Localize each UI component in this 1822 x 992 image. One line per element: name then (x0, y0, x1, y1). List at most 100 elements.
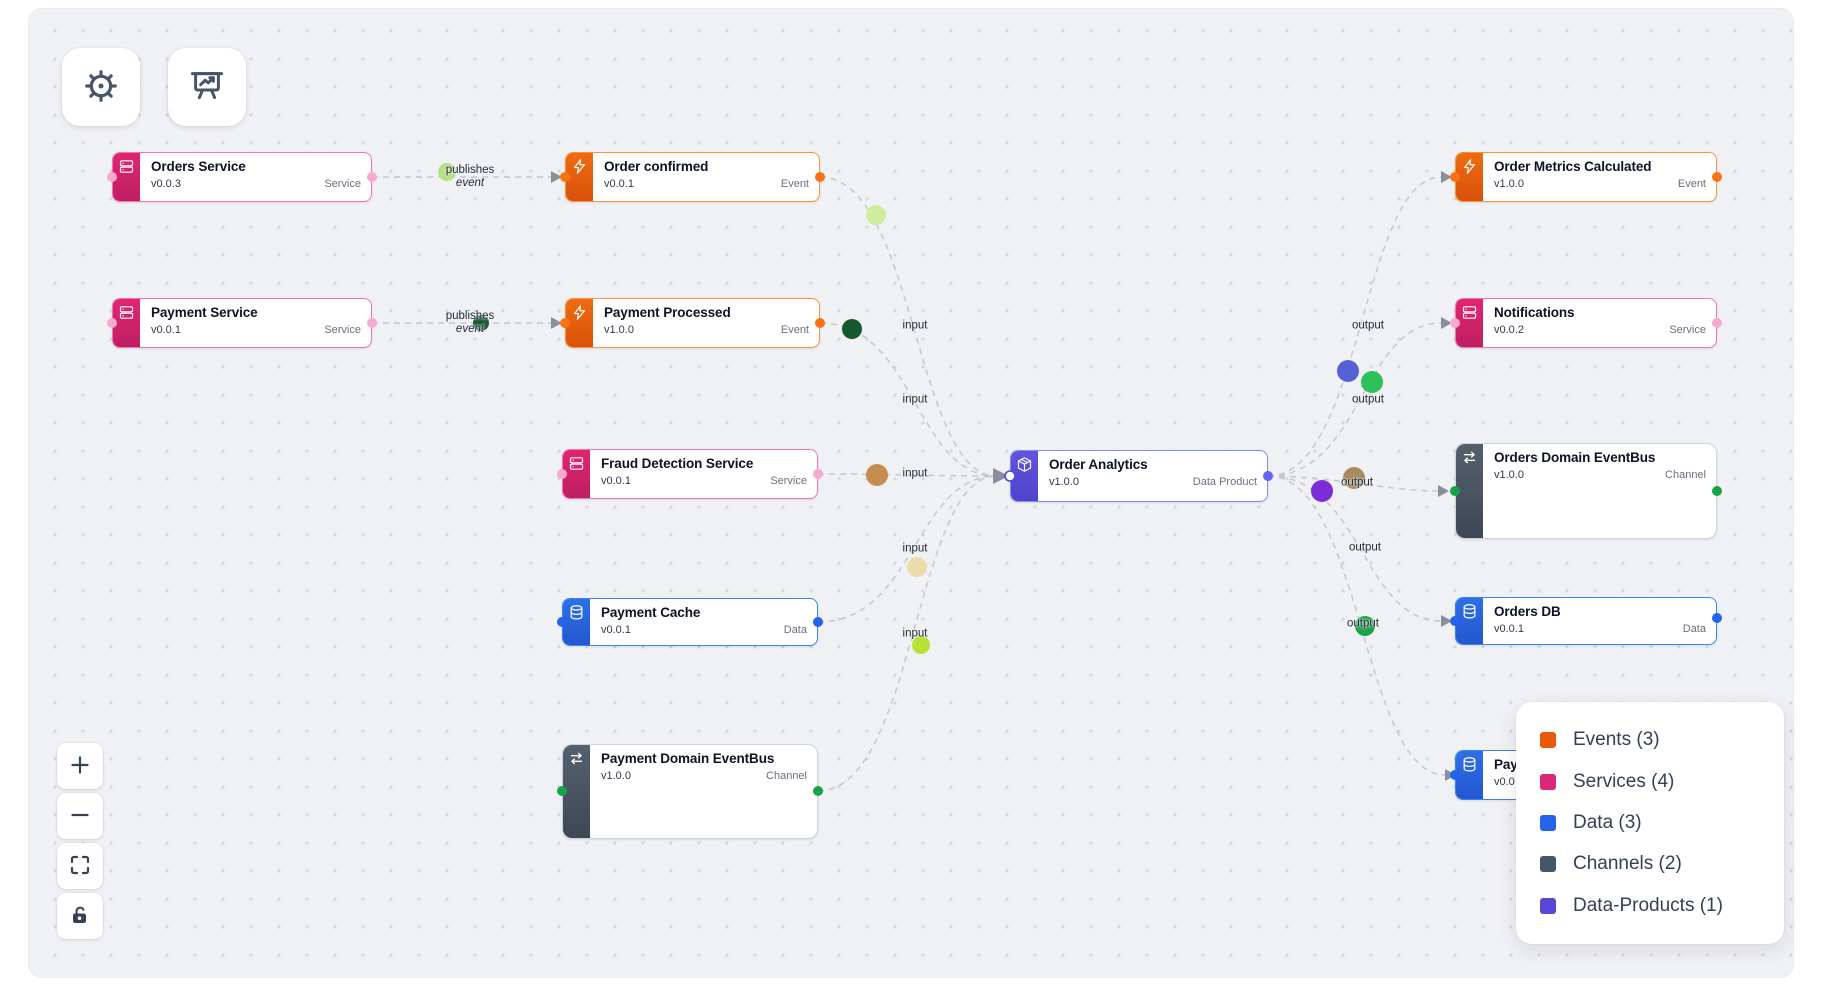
node-orders-db[interactable]: Orders DB v0.0.1 Data (1455, 597, 1717, 645)
node-type: Data (1682, 623, 1706, 635)
legend-label: Events (3) (1573, 729, 1660, 751)
node-title: Payment Processed (604, 305, 731, 320)
settings-button[interactable] (62, 48, 140, 126)
edge-label-output: output (1347, 617, 1379, 630)
legend-card: Events (3) Services (4) Data (3) Channel… (1516, 702, 1784, 944)
legend-item-data-products: Data-Products (1) (1516, 895, 1784, 917)
events-swatch-icon (1540, 732, 1556, 749)
lock-open-icon (68, 903, 92, 930)
legend-item-events: Events (3) (1516, 729, 1784, 751)
node-type: Service (770, 475, 807, 487)
lock-button[interactable] (57, 893, 103, 939)
legend-item-data: Data (3) (1516, 812, 1784, 834)
node-version: v0.0 (1494, 776, 1515, 788)
edge-label-output: output (1352, 393, 1384, 406)
node-version: v0.0.1 (601, 475, 631, 487)
node-type: Data (783, 624, 807, 636)
node-title: Fraud Detection Service (601, 456, 754, 471)
node-fraud-detection-service[interactable]: Fraud Detection Service v0.0.1 Service (562, 449, 818, 499)
service-icon (1456, 299, 1483, 347)
legend-label: Channels (2) (1573, 853, 1682, 875)
node-payment-domain-eventbus[interactable]: Payment Domain EventBus v1.0.0 Channel (562, 744, 818, 839)
node-type: Event (1677, 178, 1706, 190)
node-version: v0.0.1 (151, 324, 181, 336)
node-title: Payment Cache (601, 605, 701, 620)
node-title: Orders Service (151, 159, 246, 174)
fit-view-button[interactable] (57, 843, 103, 889)
zoom-out-button[interactable] (57, 793, 103, 839)
edge-label-output: output (1349, 541, 1381, 554)
event-icon (566, 299, 593, 347)
node-version: v1.0.0 (601, 770, 631, 782)
edge-label-input: input (902, 467, 928, 480)
service-icon (563, 450, 590, 498)
channel-icon (563, 745, 590, 838)
legend-label: Services (4) (1573, 770, 1675, 792)
package-icon (1011, 451, 1038, 501)
legend-item-services: Services (4) (1516, 771, 1784, 793)
minus-icon (68, 803, 92, 830)
node-type: Channel (766, 770, 807, 782)
node-type: Event (780, 178, 809, 190)
node-title: Payment Service (151, 305, 258, 320)
database-icon (563, 599, 590, 645)
node-version: v1.0.0 (1494, 469, 1524, 481)
event-icon (566, 153, 593, 201)
node-version: v0.0.2 (1494, 324, 1524, 336)
node-type: Service (324, 178, 361, 190)
node-payment-processed[interactable]: Payment Processed v1.0.0 Event (565, 298, 820, 348)
node-orders-service[interactable]: Orders Service v0.0.3 Service (112, 152, 372, 202)
edge-label-input: input (902, 393, 928, 406)
edge-label-input: input (902, 627, 928, 640)
service-icon (113, 299, 140, 347)
edge-label-output: output (1341, 476, 1373, 489)
legend-label: Data-Products (1) (1573, 894, 1723, 916)
node-version: v0.0.1 (604, 178, 634, 190)
node-title: Order Metrics Calculated (1494, 159, 1652, 174)
node-type: Event (780, 324, 809, 336)
node-type: Data Product (1192, 476, 1257, 488)
node-type: Service (324, 324, 361, 336)
node-order-metrics-calculated[interactable]: Order Metrics Calculated v1.0.0 Event (1455, 152, 1717, 202)
gear-icon (82, 67, 120, 108)
database-icon (1456, 751, 1483, 799)
node-version: v0.0.3 (151, 178, 181, 190)
node-version: v0.0.1 (1494, 623, 1524, 635)
node-version: v1.0.0 (1049, 476, 1079, 488)
node-title: Orders DB (1494, 604, 1561, 619)
plus-icon (68, 753, 92, 780)
node-payment-service[interactable]: Payment Service v0.0.1 Service (112, 298, 372, 348)
fit-view-icon (68, 853, 92, 880)
data-swatch-icon (1540, 814, 1556, 831)
node-version: v1.0.0 (604, 324, 634, 336)
presentation-button[interactable] (168, 48, 246, 126)
legend-label: Data (3) (1573, 811, 1642, 833)
node-type: Channel (1665, 469, 1706, 481)
zoom-in-button[interactable] (57, 743, 103, 789)
node-title: Orders Domain EventBus (1494, 450, 1656, 465)
node-title: Pay (1494, 757, 1518, 772)
node-orders-domain-eventbus[interactable]: Orders Domain EventBus v1.0.0 Channel (1455, 443, 1717, 539)
channels-swatch-icon (1540, 856, 1556, 873)
legend-item-channels: Channels (2) (1516, 853, 1784, 875)
data-products-swatch-icon (1540, 897, 1556, 914)
node-title: Payment Domain EventBus (601, 751, 775, 766)
services-swatch-icon (1540, 773, 1556, 790)
node-notifications[interactable]: Notifications v0.0.2 Service (1455, 298, 1717, 348)
channel-icon (1456, 444, 1483, 538)
edge-label-input: input (902, 542, 928, 555)
node-title: Order Analytics (1049, 457, 1148, 472)
node-type: Service (1669, 324, 1706, 336)
edge-label-input: input (902, 319, 928, 332)
presentation-chart-icon (188, 67, 226, 108)
database-icon (1456, 598, 1483, 644)
node-version: v1.0.0 (1494, 178, 1524, 190)
service-icon (113, 153, 140, 201)
node-title: Notifications (1494, 305, 1575, 320)
node-order-analytics[interactable]: Order Analytics v1.0.0 Data Product (1010, 450, 1268, 502)
event-icon (1456, 153, 1483, 201)
